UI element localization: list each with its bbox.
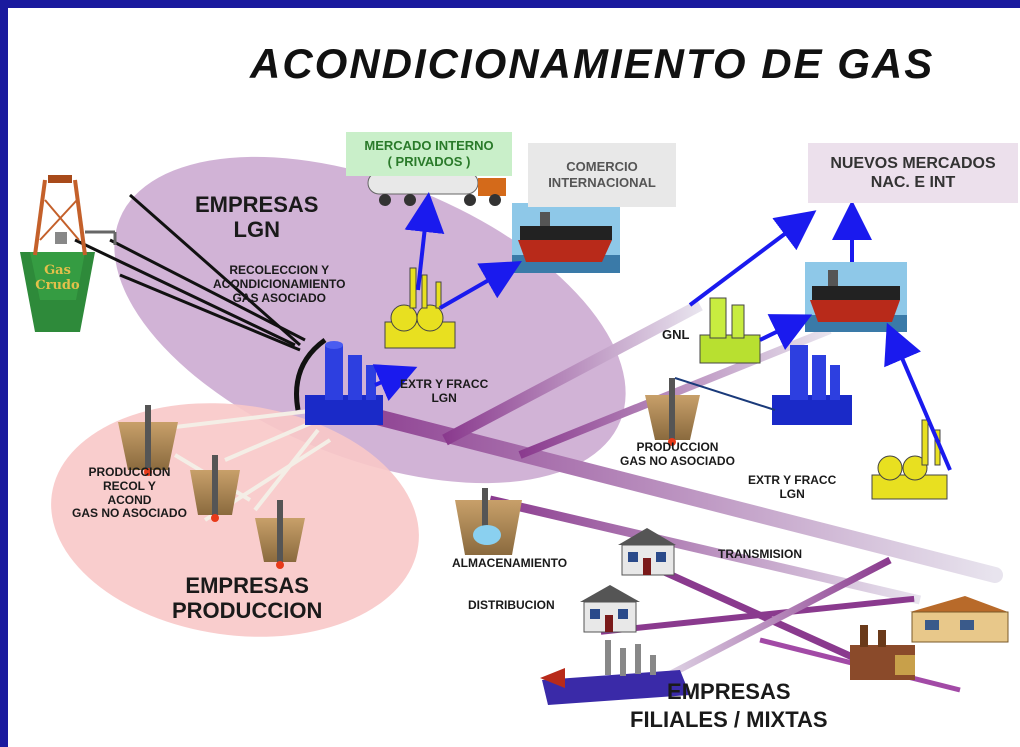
- produccion-recol-label-line2: RECOL Y: [103, 478, 156, 493]
- produccion-gas-no-asociado-label: PRODUCCION GAS NO ASOCIADO: [620, 440, 735, 469]
- almacenamiento-label: ALMACENAMIENTO: [452, 556, 568, 570]
- empresas-filiales-label: EMPRESAS FILIALES / MIXTAS: [630, 678, 828, 733]
- extr-fracc-right-label: EXTR Y FRACC LGN: [748, 473, 837, 502]
- comercio-internacional-box: COMERCIO INTERNACIONAL: [528, 143, 676, 207]
- collection-lines: [74, 193, 327, 411]
- factory-icon-right: [850, 625, 915, 680]
- empresas-lgn-label: EMPRESAS LGN: [195, 192, 318, 243]
- yellow-plant-right-icon: [871, 419, 948, 500]
- comercio-label-line2: INTERNACIONAL: [548, 175, 656, 190]
- gas-crudo-label-line1: Gas: [44, 263, 71, 278]
- well-icon-2: [190, 455, 240, 522]
- nuevos-mercados-box: NUEVOS MERCADOS NAC. E INT: [808, 143, 1018, 203]
- storage-well-icon: [455, 488, 522, 555]
- distribucion-label: DISTRIBUCION: [468, 598, 555, 612]
- flow-arrows: [372, 192, 952, 471]
- produccion-gna-label-line2: GAS NO ASOCIADO: [620, 453, 735, 468]
- empresas-filiales-label-line2: FILIALES / MIXTAS: [630, 706, 828, 732]
- house-icon-transmision: [618, 528, 676, 576]
- nuevos-mercados-label-line2: NAC. E INT: [870, 174, 956, 191]
- empresas-filiales-label-line1: EMPRESAS: [667, 679, 791, 704]
- produccion-recol-label-line4: GAS NO ASOCIADO: [72, 506, 187, 521]
- extr-fracc-right-label-line2: LGN: [779, 486, 805, 501]
- gna-connector-line: [674, 377, 776, 411]
- oil-derrick-icon: [20, 175, 117, 332]
- mercado-interno-label-line1: MERCADO INTERNO: [364, 138, 494, 154]
- lgn-plant-blue-right-icon: [772, 345, 852, 425]
- transmision-label: TRANSMISION: [718, 547, 802, 561]
- produccion-recol-label-line3: ACOND: [107, 492, 152, 507]
- frame-border-top: [0, 0, 1020, 8]
- recoleccion-label-line1: RECOLECCION Y: [229, 263, 330, 277]
- frame-border-left: [0, 0, 8, 747]
- empresas-lgn-label-line2: LGN: [233, 217, 280, 243]
- gnl-plant-icon: [699, 297, 761, 364]
- gas-crudo-label-line2: Crudo: [35, 278, 80, 293]
- mercado-interno-box: MERCADO INTERNO ( PRIVADOS ): [346, 132, 512, 176]
- gnl-label: GNL: [662, 327, 690, 342]
- recoleccion-label-line3: GAS ASOCIADO: [232, 290, 326, 305]
- house-icon-right: [910, 596, 1009, 643]
- extr-fracc-label-line1: EXTR Y FRACC: [400, 377, 489, 391]
- recoleccion-label: RECOLECCION Y ACONDICIONAMIENTO GAS ASOC…: [213, 263, 346, 305]
- gas-crudo-label: Gas Crudo: [30, 263, 85, 293]
- tanker-truck-icon: [367, 171, 506, 206]
- mercado-interno-label-line2: ( PRIVADOS ): [387, 154, 471, 169]
- house-icon-distribucion: [580, 585, 640, 633]
- ship-icon-right: [805, 262, 907, 332]
- empresas-lgn-label-line1: EMPRESAS: [195, 192, 319, 217]
- factory-icon-filiales: [540, 640, 690, 705]
- extr-fracc-label: EXTR Y FRACC LGN: [400, 377, 489, 406]
- recoleccion-label-line2: ACONDICIONAMIENTO: [213, 276, 346, 291]
- empresas-lgn-region: [114, 156, 626, 484]
- empresas-produccion-label-line2: PRODUCCION: [172, 598, 323, 624]
- empresas-produccion-label-line1: EMPRESAS: [185, 573, 309, 598]
- produccion-recol-label: PRODUCCION RECOL Y ACOND GAS NO ASOCIADO: [72, 465, 187, 521]
- empresas-produccion-label: EMPRESAS PRODUCCION: [172, 573, 322, 624]
- extr-fracc-right-label-line1: EXTR Y FRACC: [748, 473, 837, 487]
- lgn-plant-blue-icon: [305, 341, 383, 425]
- produccion-recol-label-line1: PRODUCCION: [88, 465, 171, 479]
- well-icon-3: [255, 500, 305, 569]
- extr-fracc-label-line2: LGN: [431, 390, 457, 405]
- ship-icon-left: [512, 203, 620, 273]
- well-icon-gas-no-asociado: [645, 378, 700, 446]
- nuevos-mercados-label-line1: NUEVOS MERCADOS: [830, 154, 996, 172]
- produccion-gna-label-line1: PRODUCCION: [636, 440, 719, 454]
- pipelines: [322, 299, 1003, 694]
- comercio-label-line1: COMERCIO: [566, 159, 638, 175]
- yellow-plant-icon: [384, 267, 456, 349]
- well-icon-1: [118, 405, 178, 476]
- page-title: ACONDICIONAMIENTO DE GAS: [250, 40, 935, 87]
